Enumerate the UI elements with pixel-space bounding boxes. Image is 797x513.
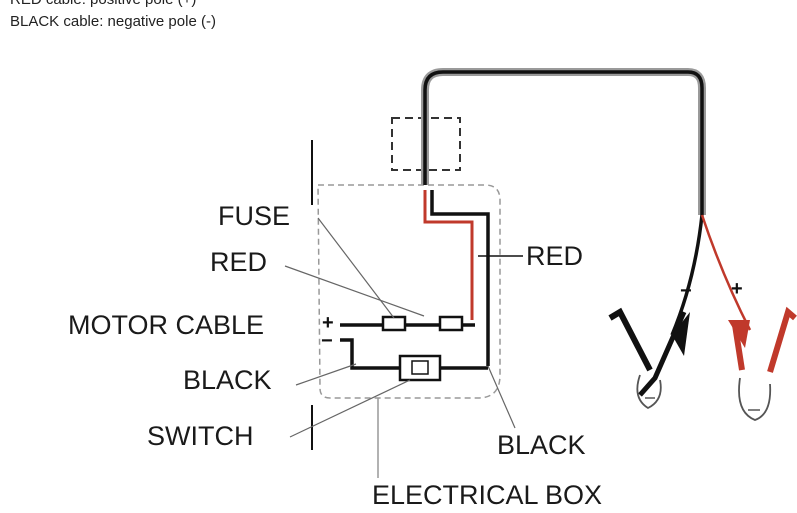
label-red-left: RED: [210, 247, 268, 277]
label-red-right: RED: [526, 241, 584, 271]
leader-red-left: [284, 265, 425, 317]
label-black-left: BLACK: [183, 365, 272, 395]
leader-switch: [289, 379, 411, 438]
red-battery-clamp: [728, 306, 797, 421]
red-clamp-cable: [700, 214, 752, 331]
clamp-minus-sign: −: [680, 280, 692, 302]
black-cable-main: [423, 70, 704, 215]
black-cable-inner: [430, 190, 490, 366]
black-battery-clamp: [608, 307, 690, 410]
motor-plus-sign: +: [322, 312, 334, 334]
fuse-element: [438, 315, 464, 332]
label-black-right: BLACK: [497, 430, 586, 460]
motor-minus-sign: −: [321, 330, 333, 352]
clamp-plus-sign: +: [731, 278, 743, 300]
label-motor-cable: MOTOR CABLE: [68, 310, 265, 340]
red-cable-inner: [423, 190, 474, 320]
electrical-box-outline: [317, 184, 501, 399]
label-fuse: FUSE: [218, 201, 291, 231]
header-black-cable-note: BLACK cable: negative pole (-): [10, 13, 216, 30]
leader-fuse: [317, 217, 395, 319]
label-electrical-box: ELECTRICAL BOX: [372, 480, 603, 510]
leader-black-left: [295, 363, 357, 386]
cable-sheath: [421, 68, 706, 215]
label-switch: SWITCH: [147, 421, 254, 451]
leader-black-right: [487, 365, 516, 429]
switch-inner: [411, 360, 429, 375]
header-red-cable-note: RED cable: positive pole (+): [10, 0, 196, 8]
fuse-holder: [381, 315, 407, 332]
